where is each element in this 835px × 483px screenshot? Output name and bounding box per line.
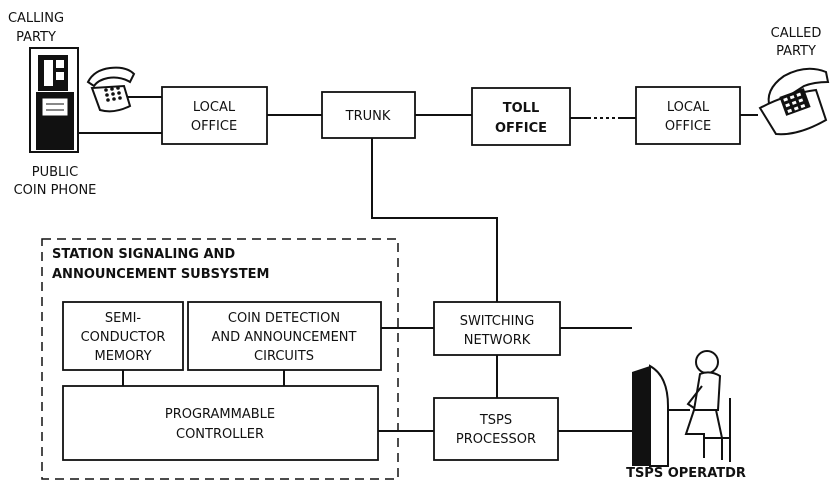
memory-line-2: CONDUCTOR [81, 330, 166, 345]
subsystem-title-line-2: ANNOUNCEMENT SUBSYSTEM [52, 267, 269, 282]
local-office-box-2: LOCAL OFFICE [636, 87, 740, 144]
memory-line-3: MEMORY [94, 349, 151, 364]
controller-line-2: CONTROLLER [176, 427, 264, 442]
desk-telephone-icon [88, 68, 134, 112]
programmable-controller-box: PROGRAMMABLE CONTROLLER [63, 386, 378, 460]
tsps-processor-box: TSPS PROCESSOR [434, 398, 558, 460]
called-party-line-1: CALLED [771, 26, 822, 41]
subsystem-title-line-1: STATION SIGNALING AND [52, 247, 235, 262]
public-coin-phone-line-1: PUBLIC [32, 165, 78, 180]
coin-detection-line-3: CIRCUITS [254, 349, 314, 364]
called-party-line-2: PARTY [776, 44, 816, 59]
operator-icon [632, 351, 730, 466]
local-office-box-1: LOCAL OFFICE [162, 87, 267, 144]
trunk-label: TRUNK [345, 109, 391, 124]
controller-line-1: PROGRAMMABLE [165, 407, 275, 422]
coin-detection-line-2: AND ANNOUNCEMENT [212, 330, 357, 345]
local-office-1-line-2: OFFICE [191, 119, 237, 134]
toll-office-line-2: OFFICE [495, 121, 547, 136]
local-office-2-line-2: OFFICE [665, 119, 711, 134]
memory-line-1: SEMI- [105, 311, 142, 326]
coin-phone-icon [30, 48, 78, 152]
calling-party-line-1: CALLING [8, 11, 64, 26]
coin-detection-box: COIN DETECTION AND ANNOUNCEMENT CIRCUITS [188, 302, 381, 370]
switching-network-line-1: SWITCHING [460, 314, 535, 329]
semiconductor-memory-box: SEMI- CONDUCTOR MEMORY [63, 302, 183, 370]
toll-office-line-1: TOLL [503, 101, 540, 116]
trunk-box: TRUNK [322, 92, 415, 138]
tsps-operator-label: TSPS OPERATDR [626, 466, 746, 481]
toll-office-box: TOLL OFFICE [472, 88, 570, 145]
switching-network-line-2: NETWORK [464, 333, 531, 348]
local-office-2-line-1: LOCAL [667, 100, 710, 115]
local-office-1-line-1: LOCAL [193, 100, 236, 115]
coin-detection-line-1: COIN DETECTION [228, 311, 340, 326]
tsps-processor-line-1: TSPS [479, 413, 512, 428]
called-telephone-icon [760, 69, 828, 134]
tsps-processor-line-2: PROCESSOR [456, 432, 536, 447]
public-coin-phone-line-2: COIN PHONE [14, 183, 97, 198]
calling-party-line-2: PARTY [16, 30, 56, 45]
switching-network-box: SWITCHING NETWORK [434, 302, 560, 355]
